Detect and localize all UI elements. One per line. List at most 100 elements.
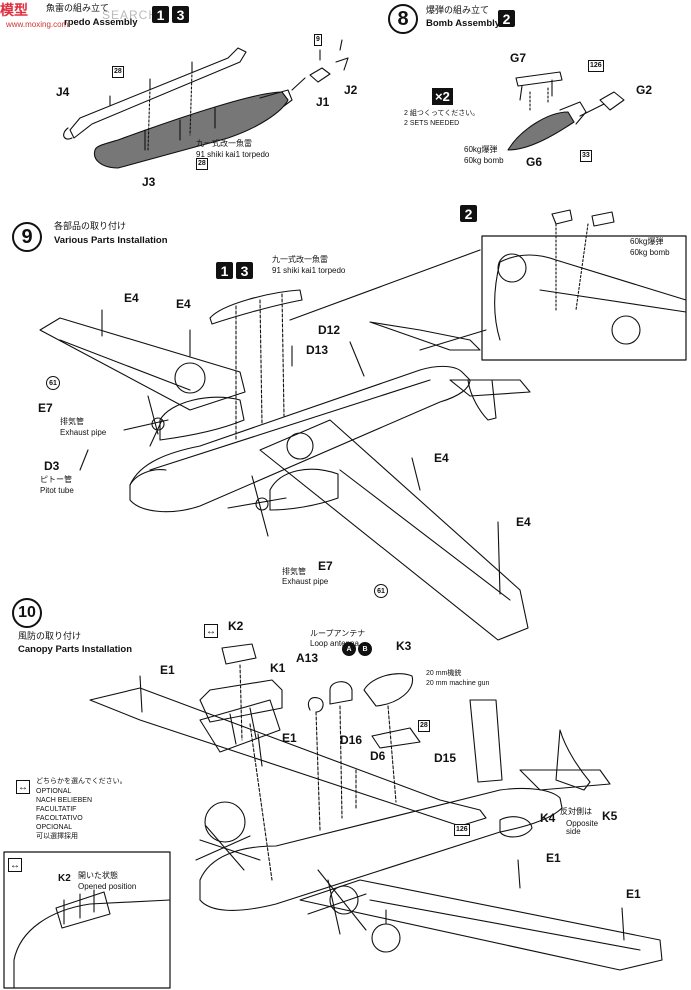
torpedo-parts-j1-j2 bbox=[291, 39, 349, 91]
step9-ref-box-1: 1 bbox=[216, 262, 233, 279]
ref-28-c: 28 bbox=[418, 720, 430, 732]
loop-antenna-jp: ループアンテナ bbox=[310, 629, 366, 638]
label-a13: A13 bbox=[296, 651, 319, 665]
exhaust-jp-b: 排気管 bbox=[282, 567, 306, 576]
aircraft-step10 bbox=[89, 643, 663, 971]
step9-torpedo-en: 91 shiki kai1 torpedo bbox=[272, 266, 346, 275]
optional-fr: FACULTATIF bbox=[36, 806, 77, 813]
step8-number: 8 bbox=[388, 4, 418, 34]
label-e4-b: E4 bbox=[176, 297, 191, 311]
torpedo-desc-jp: 九一式改一魚雷 bbox=[196, 139, 252, 148]
torpedo-j3 bbox=[93, 70, 293, 169]
opposite-jp: 反対側は bbox=[560, 807, 592, 816]
label-d6: D6 bbox=[370, 749, 386, 763]
step7-title-en: rpedo Assembly bbox=[64, 17, 138, 28]
gun-jp: 20 mm機銃 bbox=[426, 670, 462, 677]
label-g2: G2 bbox=[636, 83, 653, 97]
step9-number: 9 bbox=[12, 222, 42, 252]
label-k5: K5 bbox=[602, 809, 618, 823]
label-g6: G6 bbox=[526, 155, 543, 169]
bomb-note-jp: 2 組つくってください。 bbox=[404, 110, 480, 117]
label-d15: D15 bbox=[434, 751, 457, 765]
torpedo-cradle-j4 bbox=[63, 47, 247, 140]
ref-33: 33 bbox=[580, 150, 592, 162]
step10-title-en: Canopy Parts Installation bbox=[18, 644, 133, 655]
ref-61-b: 61 bbox=[374, 584, 388, 598]
step7-title-jp: 魚雷の組み立て bbox=[46, 3, 110, 13]
label-d12: D12 bbox=[318, 323, 341, 337]
inset-bomb-jp: 60kg爆弾 bbox=[630, 237, 664, 246]
watermark-url: www.moxing.com bbox=[6, 20, 69, 29]
opened-position-inset bbox=[3, 851, 171, 989]
bomb-desc-jp: 60kg爆弾 bbox=[464, 145, 498, 154]
step9-title-en: Various Parts Installation bbox=[54, 235, 168, 246]
optional-zh: 可以選擇採用 bbox=[36, 833, 78, 840]
label-e4-c: E4 bbox=[434, 451, 449, 465]
step9-ref-box-3: 3 bbox=[236, 262, 253, 279]
label-e4-d: E4 bbox=[516, 515, 531, 529]
label-e1-b: E1 bbox=[282, 731, 297, 745]
label-j4: J4 bbox=[56, 85, 70, 99]
ref-28-a: 28 bbox=[112, 66, 124, 78]
label-d13: D13 bbox=[306, 343, 329, 357]
ref-126-a: 126 bbox=[588, 60, 604, 72]
label-k2-opened: K2 bbox=[58, 873, 71, 884]
label-k3: K3 bbox=[396, 639, 412, 653]
step8-title-jp: 爆弾の組み立て bbox=[426, 5, 490, 15]
gun-en: 20 mm machine gun bbox=[426, 680, 490, 687]
watermark-brand: 模型 bbox=[0, 2, 28, 18]
bomb-note-en: 2 SETS NEEDED bbox=[404, 120, 460, 127]
ref-28-b: 28 bbox=[196, 158, 208, 170]
label-e1-a: E1 bbox=[160, 663, 175, 677]
step9-title-jp: 各部品の取り付け bbox=[54, 221, 127, 231]
loop-antenna-en: Loop antenna bbox=[310, 639, 359, 648]
label-j1: J1 bbox=[316, 95, 330, 109]
label-e1-c: E1 bbox=[546, 851, 561, 865]
variant-a-mark: A bbox=[342, 642, 356, 656]
exhaust-en-b: Exhaust pipe bbox=[282, 577, 329, 586]
torpedo-desc-en: 91 shiki kai1 torpedo bbox=[196, 150, 270, 159]
label-k1: K1 bbox=[270, 661, 286, 675]
label-e1-d: E1 bbox=[626, 887, 641, 901]
pitot-jp: ピトー管 bbox=[40, 475, 72, 484]
optional-it: FACOLTATIVO bbox=[36, 815, 83, 822]
label-j2: J2 bbox=[344, 83, 358, 97]
step10-number: 10 bbox=[12, 598, 42, 628]
label-d16: D16 bbox=[340, 733, 363, 747]
label-d3: D3 bbox=[44, 459, 60, 473]
inset-ref-box: 2 bbox=[460, 205, 477, 222]
optional-de: NACH BELIEBEN bbox=[36, 797, 93, 804]
pitot-en: Pitot tube bbox=[40, 486, 74, 495]
step7-ref-box-3: 3 bbox=[172, 6, 189, 23]
opposite-en: Opposite side bbox=[566, 819, 599, 837]
ref-9: 9 bbox=[314, 34, 322, 46]
step8-ref-box: 2 bbox=[498, 10, 515, 27]
exhaust-en-a: Exhaust pipe bbox=[60, 428, 107, 437]
label-k4: K4 bbox=[540, 811, 556, 825]
inset-bomb-en: 60kg bomb bbox=[630, 248, 670, 257]
step7-ref-box-1: 1 bbox=[152, 6, 169, 23]
aircraft-step9 bbox=[39, 249, 531, 641]
site-watermark: 模型 bbox=[0, 0, 28, 20]
opened-en: Opened position bbox=[78, 882, 137, 891]
label-e7-a: E7 bbox=[38, 401, 53, 415]
optional-legend-icon: ↔ bbox=[16, 780, 30, 794]
label-e4-a: E4 bbox=[124, 291, 139, 305]
optional-icon-k2: ↔ bbox=[204, 624, 218, 638]
opened-inset-icon: ↔ bbox=[8, 858, 22, 872]
bomb-x2-badge: ×2 bbox=[432, 88, 453, 105]
bomb-inset bbox=[481, 209, 687, 361]
label-j3: J3 bbox=[142, 175, 156, 189]
bomb-parts bbox=[507, 71, 625, 151]
step10-title-jp: 風防の取り付け bbox=[18, 631, 82, 641]
variant-b-mark: B bbox=[358, 642, 372, 656]
watermark-search: SEARCH bbox=[102, 8, 159, 22]
exhaust-jp-a: 排気管 bbox=[60, 417, 84, 426]
bomb-desc-en: 60kg bomb bbox=[464, 156, 504, 165]
label-k2: K2 bbox=[228, 619, 244, 633]
ref-126-b: 126 bbox=[454, 824, 470, 836]
label-e7-b: E7 bbox=[318, 559, 333, 573]
step9-torpedo-jp: 九一式改一魚雷 bbox=[272, 255, 328, 264]
optional-en: OPTIONAL bbox=[36, 788, 72, 795]
